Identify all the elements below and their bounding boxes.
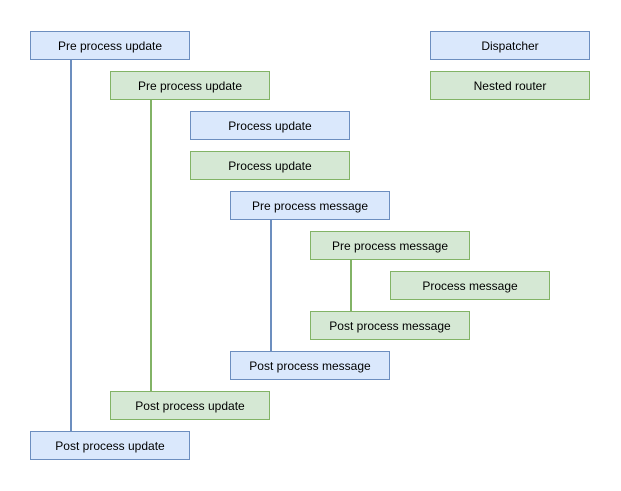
node-process-message-green[interactable]: Process message [390,271,550,300]
node-post-process-update-green[interactable]: Post process update [110,391,270,420]
node-pre-process-message-green[interactable]: Pre process message [310,231,470,260]
node-label: Process message [422,278,518,293]
node-label: Pre process update [57,38,163,53]
node-pre-process-update-blue[interactable]: Pre process update [30,31,190,60]
node-label: Pre process message [331,238,449,253]
node-label: Dispatcher [481,38,539,53]
node-post-process-message-blue[interactable]: Post process message [230,351,390,380]
node-label: Pre process message [251,198,369,213]
connector-pre-to-post-message-blue[interactable] [270,220,272,351]
node-label: Post process message [329,318,451,333]
node-label: Post process update [135,398,245,413]
node-nested-router[interactable]: Nested router [430,71,590,100]
connector-pre-to-post-update-green[interactable] [150,100,152,391]
node-process-update-green[interactable]: Process update [190,151,350,180]
node-label: Process update [228,158,312,173]
node-pre-process-update-green[interactable]: Pre process update [110,71,270,100]
node-pre-process-message-blue[interactable]: Pre process message [230,191,390,220]
node-label: Post process message [249,358,371,373]
node-label: Pre process update [137,78,243,93]
node-label: Nested router [473,78,547,93]
node-process-update-blue[interactable]: Process update [190,111,350,140]
node-label: Post process update [55,438,165,453]
node-dispatcher[interactable]: Dispatcher [430,31,590,60]
connector-pre-to-post-message-green[interactable] [350,260,352,311]
node-label: Process update [228,118,312,133]
node-post-process-message-green[interactable]: Post process message [310,311,470,340]
connector-pre-to-post-update-blue[interactable] [70,60,72,431]
node-post-process-update-blue[interactable]: Post process update [30,431,190,460]
